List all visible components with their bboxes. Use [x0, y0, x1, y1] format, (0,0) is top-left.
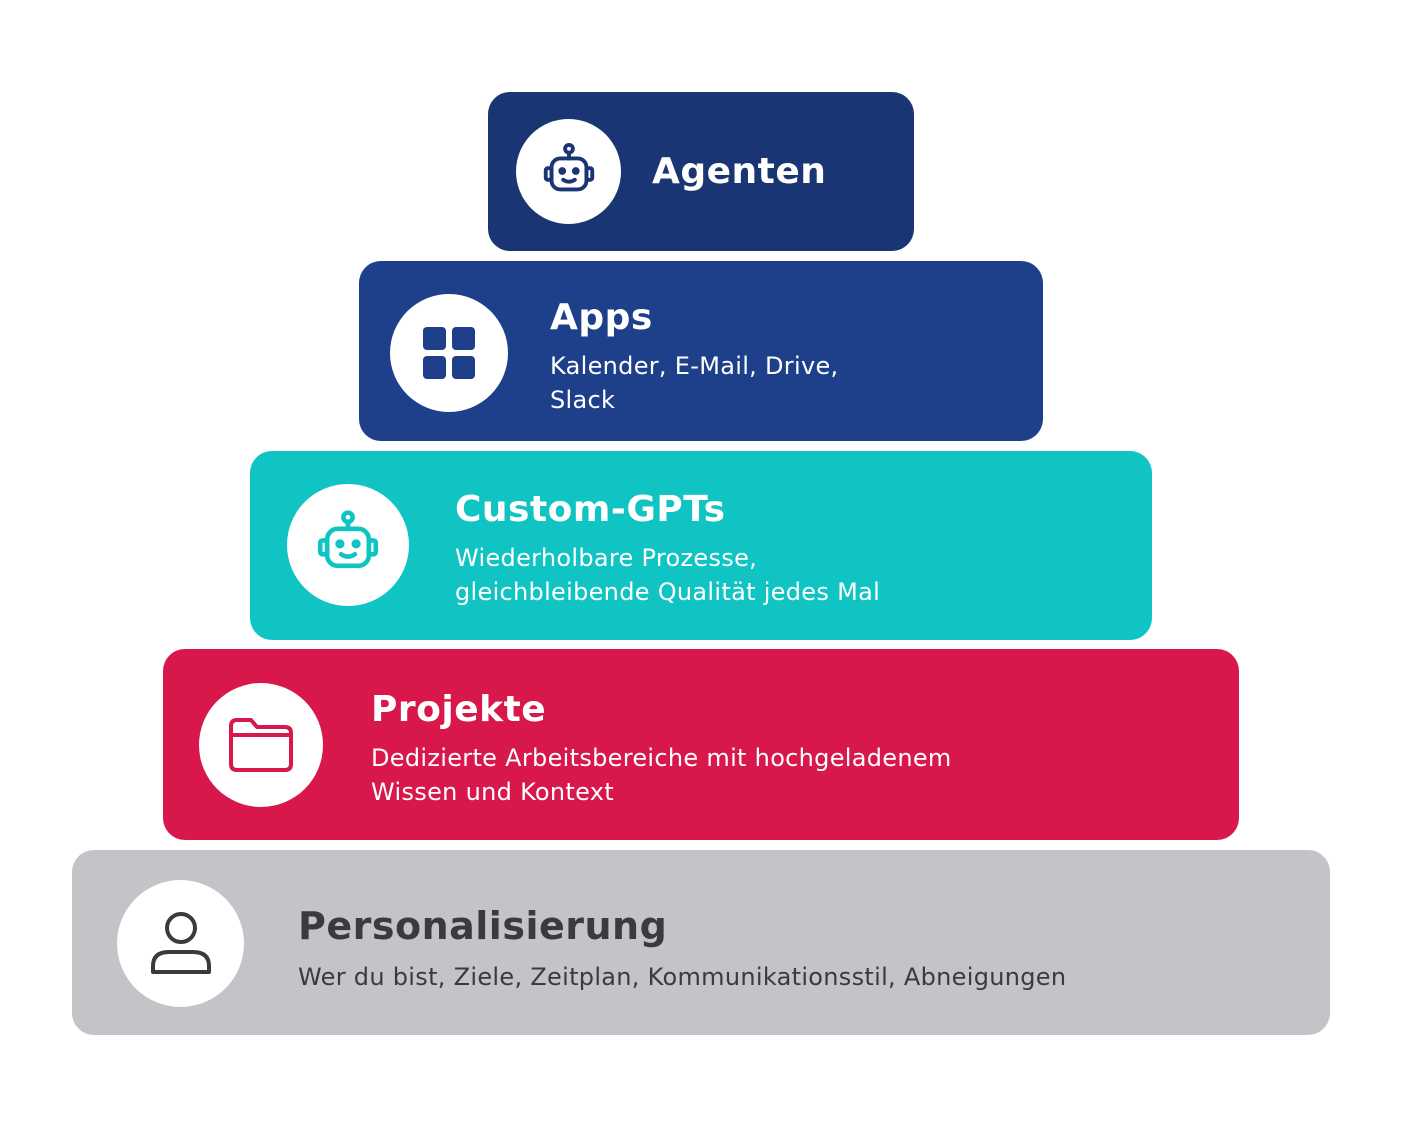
icon-circle [199, 683, 323, 807]
description-line: Wiederholbare Prozesse, [455, 544, 758, 572]
robot-icon [543, 142, 594, 191]
tier-projekte: Projekte Dedizierte Arbeitsbereiche mit … [163, 649, 1239, 840]
tier-title: Personalisierung [298, 904, 668, 948]
description-line: Slack [550, 386, 616, 414]
tier-title: Apps [550, 297, 653, 338]
tier-description: Kalender, E-Mail, Drive, Slack [550, 349, 838, 417]
folder-icon [229, 718, 293, 772]
description-line: Kalender, E-Mail, Drive, [550, 352, 839, 380]
tier-personalisierung: Personalisierung Wer du bist, Ziele, Zei… [72, 850, 1330, 1035]
icon-circle [516, 119, 621, 224]
user-icon [150, 911, 211, 974]
tier-description: Wer du bist, Ziele, Zeitplan, Kommunikat… [298, 960, 1066, 994]
description-line: Wer du bist, Ziele, Zeitplan, Kommunikat… [298, 963, 1067, 991]
tier-title: Agenten [652, 151, 827, 192]
tier-apps: Apps Kalender, E-Mail, Drive, Slack [359, 261, 1043, 441]
robot-icon [317, 510, 379, 569]
icon-circle [117, 880, 244, 1007]
tier-title: Projekte [371, 689, 547, 730]
icon-circle [287, 484, 409, 606]
description-line: Wissen und Kontext [371, 778, 614, 806]
description-line: gleichbleibende Qualität jedes Mal [455, 578, 881, 606]
tier-agenten: Agenten [488, 92, 914, 251]
tier-description: Wiederholbare Prozesse, gleichbleibende … [455, 541, 880, 609]
apps-grid-icon [423, 327, 475, 379]
tier-title: Custom-GPTs [455, 489, 726, 530]
tier-description: Dedizierte Arbeitsbereiche mit hochgelad… [371, 741, 952, 809]
description-line: Dedizierte Arbeitsbereiche mit hochgelad… [371, 744, 952, 772]
tier-custom-gpts: Custom-GPTs Wiederholbare Prozesse, glei… [250, 451, 1152, 640]
icon-circle [390, 294, 508, 412]
